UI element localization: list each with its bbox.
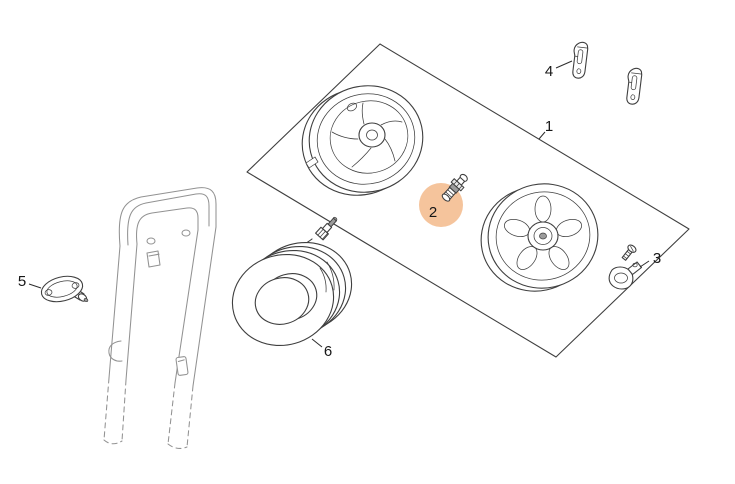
handle-right-leg-hidden	[167, 382, 194, 449]
part-1-reel-disc-left[interactable]	[291, 74, 434, 207]
callout-3[interactable]: 3	[639, 250, 661, 268]
fitting-peg-tip	[83, 297, 89, 303]
part-4-clip-a[interactable]	[570, 40, 590, 80]
part-2-connector[interactable]	[439, 171, 470, 203]
callout-6[interactable]: 6	[311, 338, 332, 360]
disc-latch-tab	[305, 156, 319, 169]
callout-4-label[interactable]: 4	[545, 63, 553, 80]
handle-hook	[108, 340, 123, 362]
handle-screw-boss	[181, 229, 191, 237]
coil-winding-arcs	[319, 261, 335, 293]
callouts: 1 2 3 4 5 6	[18, 60, 661, 360]
handle-left-leg	[108, 243, 138, 381]
callout-4-leader	[555, 60, 573, 69]
handle-left-leg-hidden	[103, 377, 127, 445]
handle-plate	[175, 356, 189, 376]
callout-1-leader	[538, 131, 546, 140]
spoke-cutout	[534, 195, 552, 223]
handle-crossbar-outer	[118, 187, 217, 247]
coupling-nut-hatch	[317, 228, 329, 240]
handle-screw-boss	[146, 237, 156, 245]
callout-5-label[interactable]: 5	[18, 273, 26, 290]
handle-center-clip	[146, 250, 161, 268]
callout-3-leader	[639, 260, 650, 268]
part-6-hose-coil[interactable]	[222, 215, 363, 358]
coil-hole-front	[254, 277, 310, 325]
handle-frame-part[interactable]	[103, 187, 217, 449]
callout-6-label[interactable]: 6	[324, 343, 332, 360]
coupling-nut	[315, 226, 329, 241]
callout-3-label[interactable]: 3	[653, 250, 661, 267]
fitting-hole-right	[71, 282, 80, 289]
connector-collar-hatch	[453, 180, 463, 190]
clip-b-shape	[624, 66, 644, 106]
clamp-bore	[614, 272, 628, 284]
clamp-screw	[621, 244, 637, 261]
callout-1-label[interactable]: 1	[545, 118, 553, 135]
callout-2[interactable]: 2	[429, 204, 437, 221]
wheel-hub-center	[539, 232, 547, 240]
clamp-tab-hole	[632, 262, 638, 268]
fitting-hole-left	[44, 289, 53, 296]
part-2-connector-group[interactable]	[419, 171, 471, 227]
connector-base	[441, 193, 451, 202]
part-5-fitting[interactable]	[39, 272, 89, 305]
callout-5-leader	[28, 283, 42, 289]
connector-ridges	[445, 189, 455, 198]
disc-hub-bore	[366, 129, 378, 141]
handle-crossbar-inner	[136, 207, 199, 245]
disc-spokes	[331, 102, 403, 168]
hose-coupling	[315, 216, 338, 241]
callout-6-leader	[311, 338, 323, 348]
clip-a-shape	[570, 40, 590, 80]
handle-plate-line	[177, 359, 185, 362]
callout-1[interactable]: 1	[538, 118, 553, 140]
clamp-tab	[627, 261, 643, 276]
handle-center-clip-line	[148, 253, 160, 257]
callout-4[interactable]: 4	[545, 60, 573, 80]
part-1-reel-disc-right[interactable]	[471, 174, 607, 302]
part-4-clip-b[interactable]	[624, 66, 644, 106]
handle-crossbar-inset	[127, 193, 210, 246]
callout-2-label[interactable]: 2	[429, 204, 437, 221]
callout-5[interactable]: 5	[18, 273, 42, 290]
disc-slot	[346, 102, 358, 112]
screw-threads	[623, 250, 631, 260]
fitting-flange-inner	[46, 280, 78, 298]
part-3-clamp[interactable]	[608, 244, 643, 290]
screw-slot	[630, 245, 634, 252]
